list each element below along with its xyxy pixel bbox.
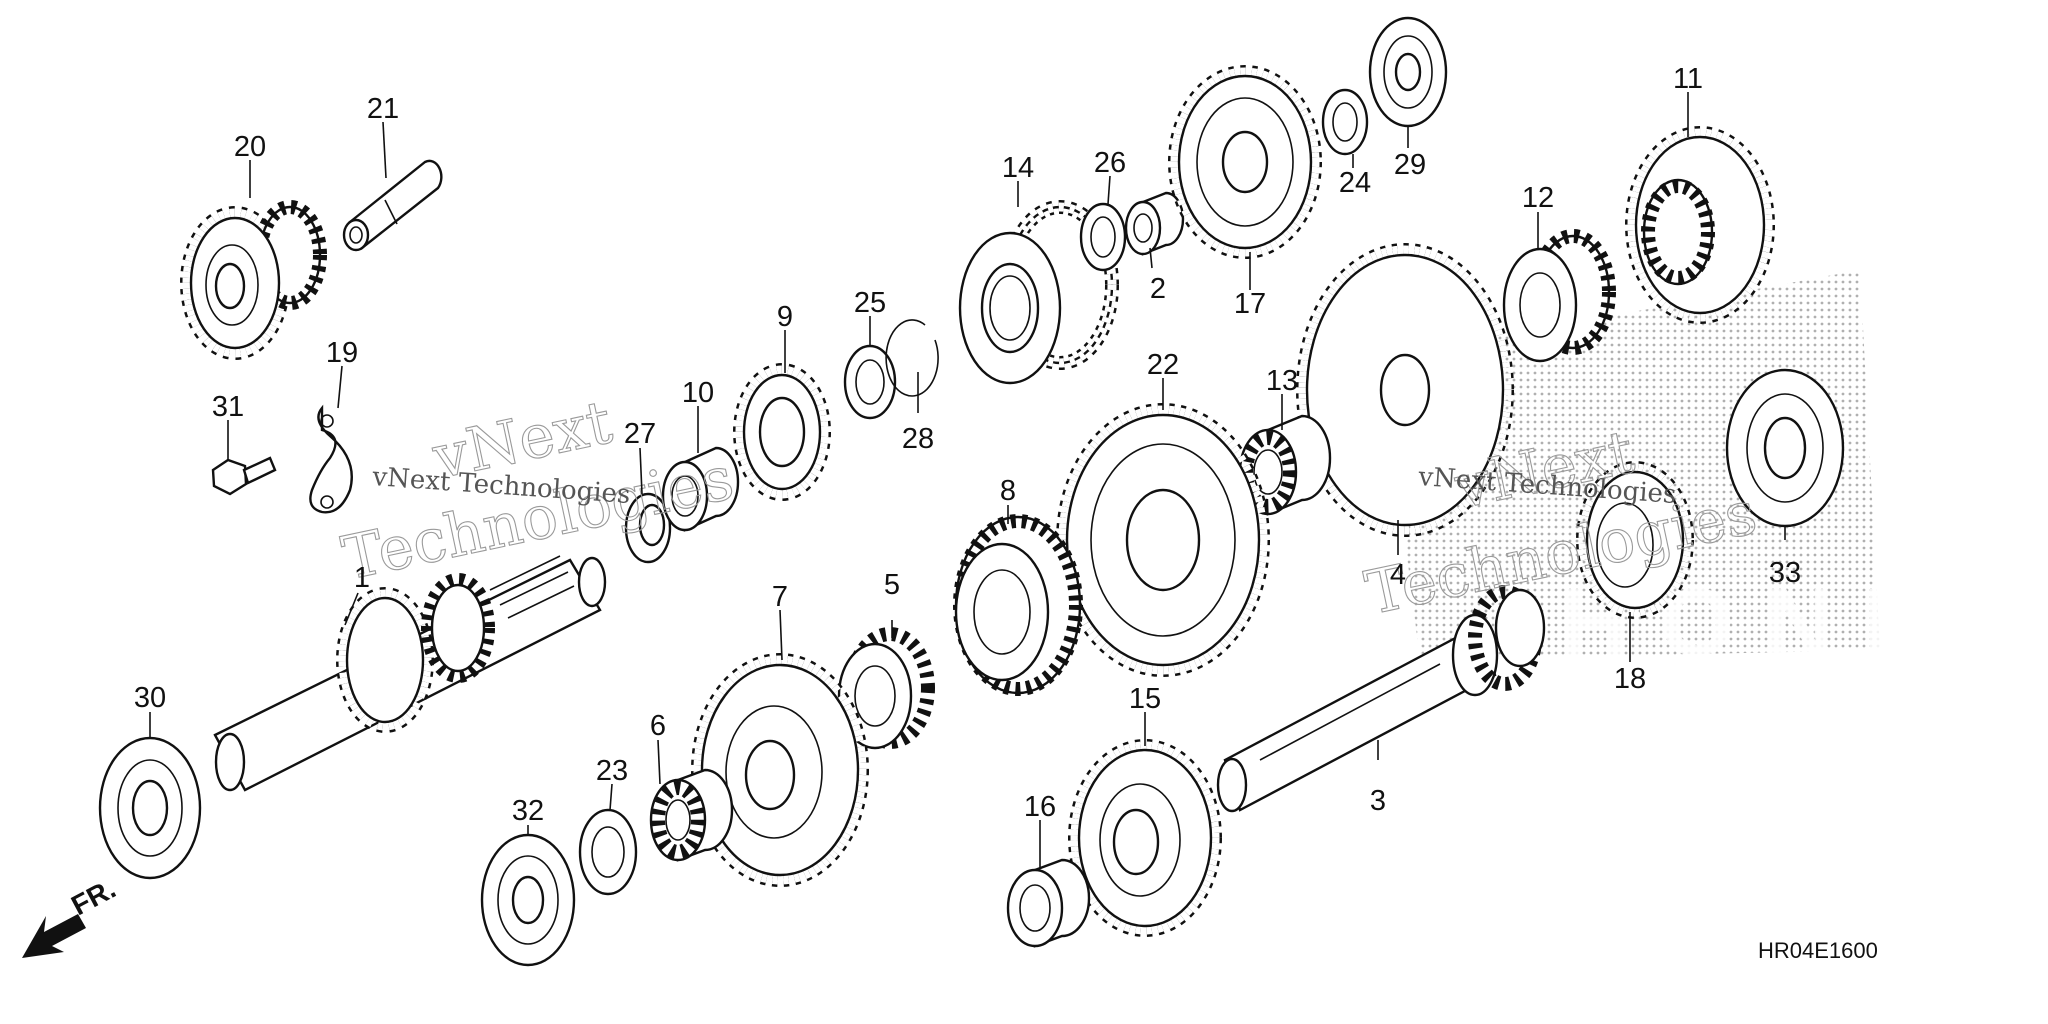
label-part-29: 29: [1394, 149, 1426, 181]
part-25-washer: [843, 344, 897, 420]
part-21-pin: [342, 159, 443, 252]
label-part-27: 27: [624, 418, 656, 450]
part-6-needle-bearing: [649, 768, 734, 862]
label-part-13: 13: [1266, 365, 1298, 397]
label-part-15: 15: [1129, 683, 1161, 715]
part-15-gear: [1068, 739, 1222, 937]
part-17-gear: [1168, 65, 1322, 259]
part-24-washer: [1321, 88, 1369, 156]
label-part-21: 21: [367, 93, 399, 125]
label-part-24: 24: [1339, 167, 1371, 199]
label-part-22: 22: [1147, 349, 1179, 381]
part-16-collar: [1006, 858, 1091, 948]
label-part-4: 4: [1390, 559, 1406, 591]
label-part-31: 31: [212, 391, 244, 423]
label-part-7: 7: [772, 581, 788, 613]
part-8-hub: [953, 514, 1083, 696]
label-part-10: 10: [682, 377, 714, 409]
part-20-gear: [180, 200, 327, 360]
part-32-bearing: [480, 833, 576, 967]
label-part-5: 5: [884, 569, 900, 601]
label-part-12: 12: [1522, 182, 1554, 214]
label-part-18: 18: [1614, 663, 1646, 695]
label-part-14: 14: [1002, 152, 1034, 184]
label-part-9: 9: [777, 301, 793, 333]
label-part-26: 26: [1094, 147, 1126, 179]
label-part-6: 6: [650, 710, 666, 742]
part-14-gear: [958, 200, 1119, 385]
label-part-28: 28: [902, 423, 934, 455]
label-part-25: 25: [854, 287, 886, 319]
part-29-bearing: [1368, 16, 1448, 128]
part-30-bearing: [98, 736, 202, 880]
label-part-16: 16: [1024, 791, 1056, 823]
label-part-17: 17: [1234, 288, 1266, 320]
leader-lines: [149, 92, 1786, 868]
direction-label: FR.: [66, 873, 120, 922]
part-3-countershaft: [1216, 585, 1546, 813]
label-part-2: 2: [1150, 273, 1166, 305]
part-18-gear: [1576, 461, 1694, 619]
label-part-8: 8: [1000, 475, 1016, 507]
part-19-plate: [309, 404, 353, 514]
part-23-washer: [578, 808, 638, 896]
label-part-19: 19: [326, 337, 358, 369]
diagram-code: HR04E1600: [1758, 938, 1878, 963]
label-part-11: 11: [1673, 63, 1703, 95]
part-33-bearing: [1725, 368, 1845, 528]
label-part-3: 3: [1370, 785, 1386, 817]
part-26-washer: [1079, 202, 1127, 272]
part-11-gear: [1625, 126, 1775, 324]
brand-dot-background: HONDA: [1390, 270, 2032, 676]
part-31-bolt: [211, 456, 277, 496]
label-part-1: 1: [354, 562, 370, 594]
label-part-20: 20: [234, 131, 266, 163]
label-part-23: 23: [596, 755, 628, 787]
part-1-main-shaft: [213, 555, 607, 792]
part-4-large-gear: [1296, 243, 1514, 537]
part-7-gear: [691, 653, 869, 887]
part-number-labels: 1 2 3 4 5 6 7 8 9 10 11 12 13 14 15 16 1…: [134, 63, 1801, 827]
part-28-circlip: [885, 319, 939, 397]
label-part-32: 32: [512, 795, 544, 827]
arrow-down-left-icon: [22, 914, 86, 958]
part-2-collar: [1124, 191, 1185, 256]
part-27-washer: [624, 492, 672, 564]
part-5-bushing: [837, 627, 935, 750]
part-10-bushing: [661, 446, 740, 532]
part-12-bushing: [1502, 229, 1616, 363]
label-part-30: 30: [134, 682, 166, 714]
label-part-33: 33: [1769, 557, 1801, 589]
part-9-gear: [733, 363, 831, 501]
part-22-gear: [1056, 403, 1270, 677]
